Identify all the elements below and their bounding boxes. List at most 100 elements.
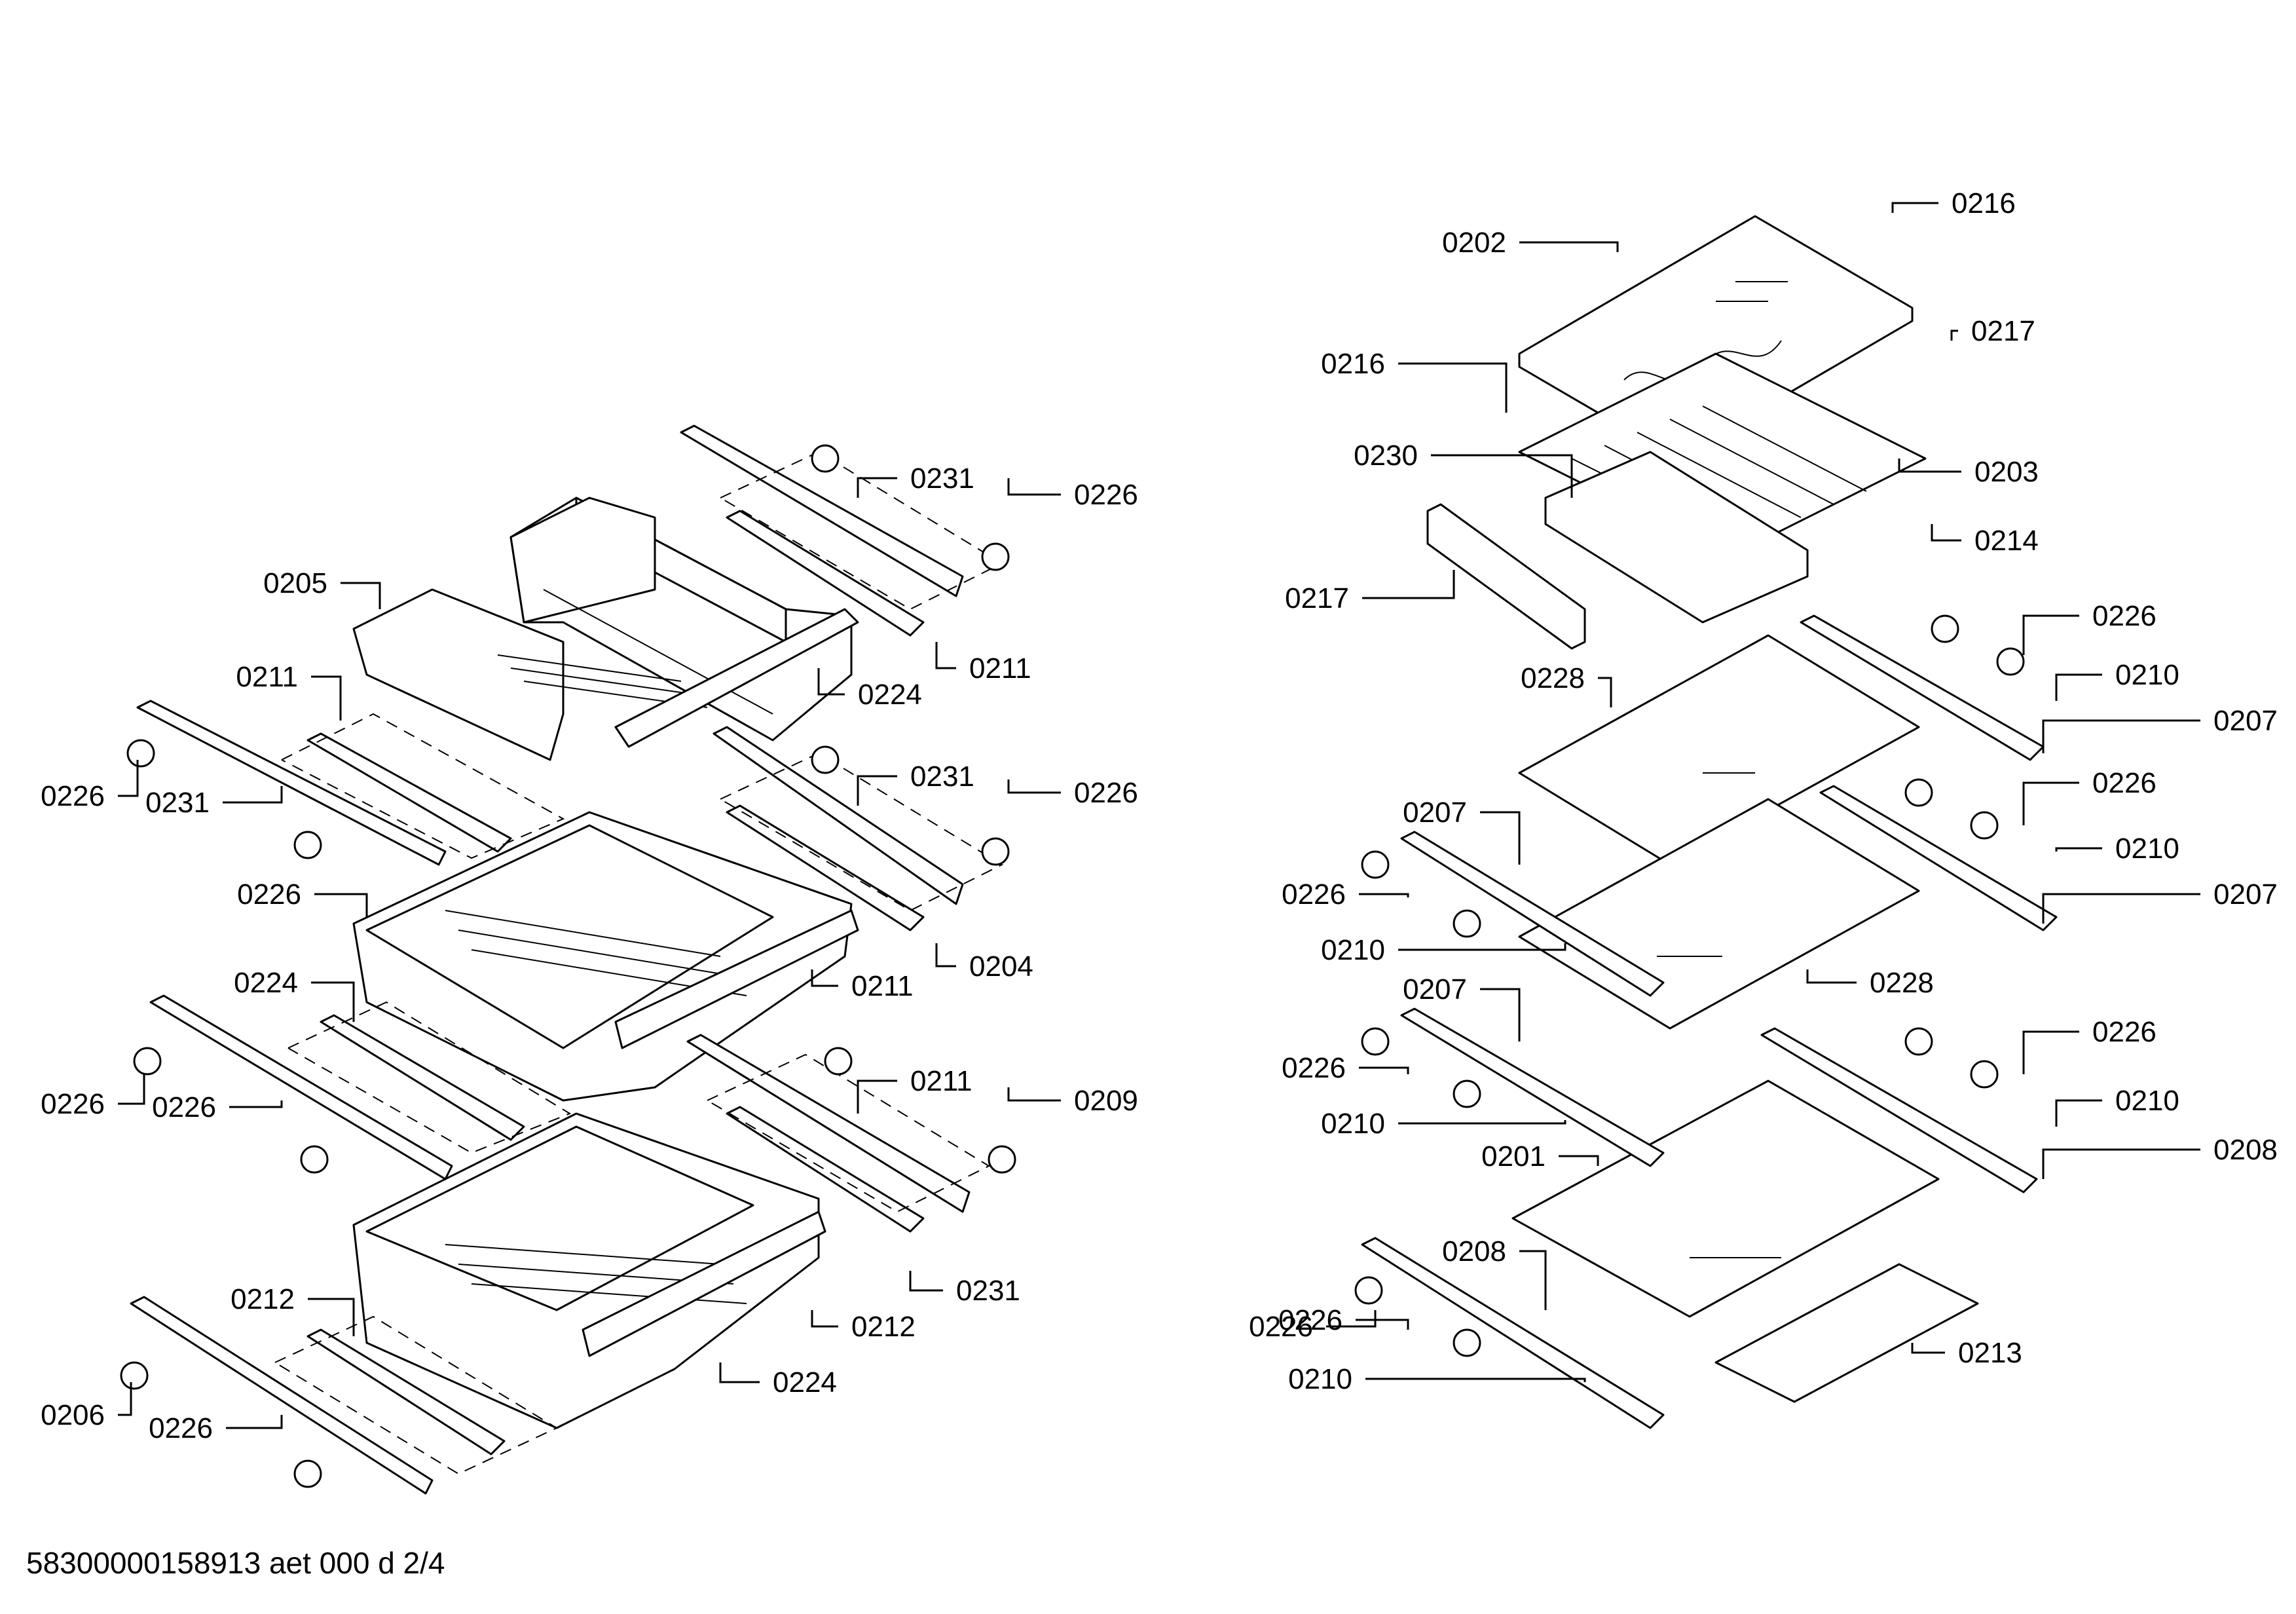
callout: 0224 [234, 967, 355, 1022]
part-number-label: 0231 [145, 787, 210, 819]
part-number-label: 0217 [1285, 582, 1349, 614]
callout: 0212 [231, 1283, 355, 1336]
callout: 0226 [152, 1091, 283, 1123]
part-number-label: 0224 [858, 679, 922, 711]
leader-line [118, 1074, 145, 1105]
leader-line [1806, 969, 1857, 984]
drawer-0204 [352, 811, 859, 1102]
leader-line [2022, 781, 2079, 825]
rollers-left [120, 444, 1016, 1488]
part-number-label: 0210 [1321, 1108, 1385, 1140]
leader-line [909, 1271, 943, 1292]
leader-line [2055, 1099, 2102, 1127]
part-number-label: 0208 [1442, 1235, 1506, 1267]
leader-line [308, 1298, 355, 1336]
part-number-label: 0226 [149, 1412, 213, 1444]
part-number-label: 0210 [1288, 1363, 1352, 1395]
leader-line [1559, 1155, 1599, 1166]
callout: 0211 [236, 661, 342, 721]
part-number-label: 0210 [1321, 934, 1385, 966]
callout: 0202 [1442, 227, 1619, 259]
leader-line [935, 943, 956, 967]
part-number-label: 0206 [41, 1399, 105, 1431]
callout: 0226 [1278, 1304, 1409, 1336]
leader-line [935, 642, 956, 669]
part-number-label: 0211 [910, 1065, 972, 1097]
part-number-label: 0226 [2092, 767, 2157, 799]
part-number-label: 0228 [1521, 662, 1585, 694]
leader-line [314, 893, 368, 917]
leader-line [1007, 1087, 1061, 1102]
callout: 0226 [1249, 1310, 1377, 1343]
leader-line [2055, 673, 2102, 701]
part-number-label: 0217 [1971, 315, 2035, 347]
leader-line [2022, 614, 2079, 655]
callout: 0210 [2055, 1085, 2179, 1127]
part-number-label: 0226 [1074, 479, 1138, 511]
left-drawer-assembly [120, 424, 1016, 1495]
callout: 0226 [149, 1412, 283, 1444]
part-number-label: 0216 [1952, 187, 2016, 219]
part-number-label: 0231 [910, 760, 974, 793]
callout: 0207 [1403, 797, 1521, 865]
callout: 0228 [1806, 967, 1934, 999]
callout: 0211 [811, 969, 914, 1002]
callout: 0203 [1898, 456, 2039, 488]
callout: 0226 [1282, 1052, 1409, 1084]
callout: 0201 [1481, 1140, 1599, 1173]
leader-line [1359, 1066, 1409, 1074]
callout: 0226 [237, 878, 368, 917]
part-number-label: 0231 [956, 1275, 1020, 1307]
part-number-label: 0210 [2115, 833, 2179, 865]
part-number-label: 0201 [1481, 1140, 1546, 1173]
part-number-label: 0202 [1442, 227, 1506, 259]
callout: 0226 [1007, 777, 1138, 809]
part-number-label: 0203 [1974, 456, 2039, 488]
part-number-label: 0226 [2092, 1016, 2157, 1048]
drawer-0206 [352, 1112, 826, 1429]
part-number-label: 0214 [1974, 525, 2039, 557]
part-number-label: 0209 [1074, 1085, 1138, 1117]
shelf-0228-upper [1518, 634, 1920, 866]
callout: 0230 [1354, 440, 1573, 498]
leader-line [311, 675, 342, 721]
callout: 0212 [811, 1310, 916, 1343]
leader-line [857, 477, 897, 498]
leader-line [1480, 811, 1521, 865]
callout: 0226 [1007, 478, 1138, 511]
part-number-label: 0207 [2213, 705, 2278, 737]
leader-line [2042, 719, 2200, 753]
callout: 0226 [41, 1074, 145, 1120]
part-number-label: 0224 [234, 967, 298, 999]
leader-line [2042, 893, 2200, 924]
part-number-label: 0231 [910, 462, 974, 495]
leader-line [1007, 478, 1061, 496]
callout: 0231 [857, 462, 974, 498]
leader-line [1398, 1120, 1566, 1125]
leader-line [1398, 362, 1508, 413]
leader-line [1891, 202, 1938, 213]
part-number-label: 0226 [1249, 1311, 1313, 1343]
leader-line [118, 760, 139, 797]
part-number-label: 0226 [1282, 878, 1346, 910]
leader-line [1359, 893, 1409, 897]
rails-left-side [130, 700, 572, 1495]
shelf-0228-lower [1518, 798, 1920, 1030]
callout: 0213 [1911, 1337, 2022, 1369]
leader-line [2042, 1148, 2200, 1179]
part-number-label: 0230 [1354, 440, 1418, 472]
callout: 0207 [2042, 705, 2278, 753]
part-number-label: 0226 [152, 1091, 216, 1123]
shelf-0201 [1511, 1079, 1940, 1318]
part-number-label: 0226 [1074, 777, 1138, 809]
part-number-label: 0226 [1282, 1052, 1346, 1084]
rails-right-side [680, 424, 1004, 1233]
callout: 0226 [1282, 878, 1409, 910]
callout: 0210 [1321, 1108, 1566, 1140]
panel-0217 [1426, 503, 1586, 650]
leader-line [1950, 329, 1958, 341]
leader-line [2022, 1030, 2079, 1074]
part-number-label: 0205 [263, 567, 327, 599]
callout: 0216 [1321, 348, 1508, 413]
part-number-label: 0228 [1870, 967, 1934, 999]
